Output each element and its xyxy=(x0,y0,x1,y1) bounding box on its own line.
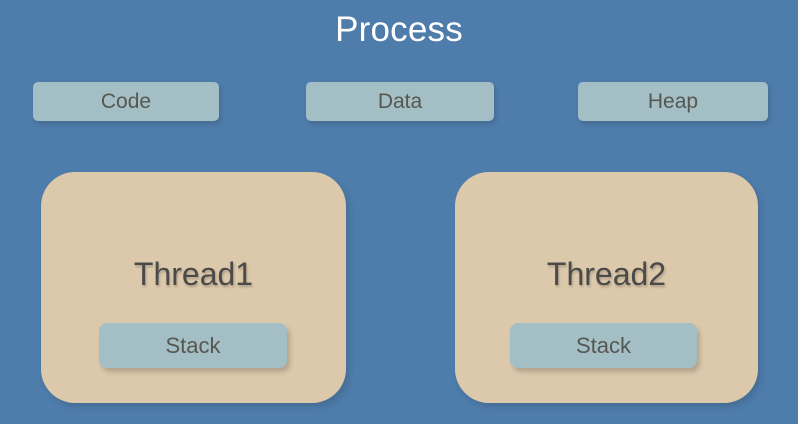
thread-box-thread2[interactable]: Thread2 Stack xyxy=(455,172,758,403)
stack-box-thread2[interactable]: Stack xyxy=(510,323,697,368)
memory-segment-row: Code Data Heap xyxy=(0,82,798,122)
stack-label-thread1: Stack xyxy=(165,332,221,358)
segment-label-data: Data xyxy=(377,90,423,113)
segment-label-code: Code xyxy=(100,90,152,113)
page-title: Process xyxy=(335,10,463,49)
segment-box-code[interactable]: Code xyxy=(33,82,219,121)
thread-title-thread1: Thread1 xyxy=(133,256,254,292)
thread-title-thread2: Thread2 xyxy=(546,256,667,292)
segment-box-heap[interactable]: Heap xyxy=(578,82,768,121)
segment-label-heap: Heap xyxy=(647,90,699,113)
stack-box-thread1[interactable]: Stack xyxy=(99,323,287,368)
thread-box-thread1[interactable]: Thread1 Stack xyxy=(41,172,346,403)
segment-box-data[interactable]: Data xyxy=(306,82,494,121)
stack-label-thread2: Stack xyxy=(575,332,632,358)
